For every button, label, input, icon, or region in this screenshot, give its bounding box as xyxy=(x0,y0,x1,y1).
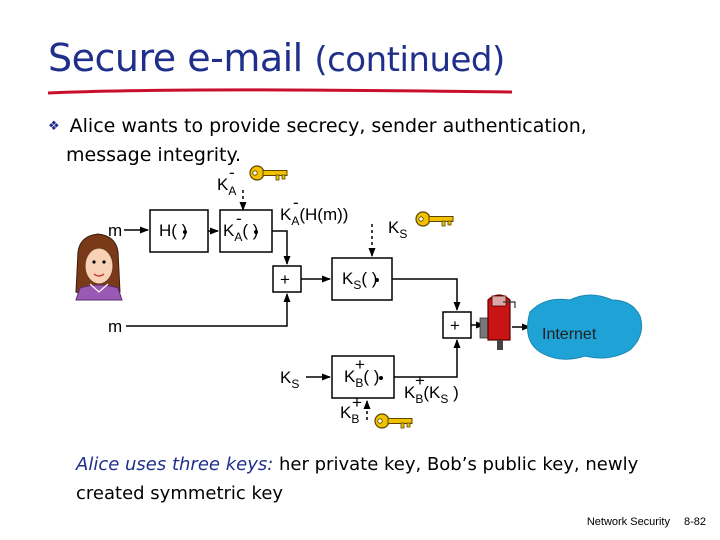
m-input-label: m xyxy=(108,221,122,240)
title-parenthetical: (continued) xyxy=(314,40,505,80)
key-kb-public-label: KB + xyxy=(340,393,362,426)
svg-text:KB: KB xyxy=(340,403,359,426)
key-ka-private-icon xyxy=(249,165,288,181)
svg-text:KS: KS xyxy=(388,218,407,241)
sign-box: KA( ) - xyxy=(219,209,273,253)
caption-text: Alice uses three keys: her private key, … xyxy=(76,450,676,508)
hash-box: H( ) xyxy=(149,209,209,253)
bob-pub-to-plus-arrow xyxy=(394,339,461,378)
svg-text:KS: KS xyxy=(280,368,299,391)
sym-to-plus-arrow xyxy=(392,278,461,311)
internet-label: Internet xyxy=(542,326,597,343)
key-kb-public-icon xyxy=(374,413,413,429)
svg-text:+: + xyxy=(415,371,425,390)
encrypted-ks-label: KB(KS ) + xyxy=(404,371,459,406)
sym-enc-box: KS( ) xyxy=(331,257,393,301)
title-main: Secure e-mail xyxy=(48,36,303,80)
bullet-diamond-icon: ❖ xyxy=(48,119,60,134)
footer-page: 8-82 xyxy=(683,516,706,528)
svg-text:KB(KS ): KB(KS ) xyxy=(404,383,459,406)
bullet-line-1: Alice wants to provide secrecy, sender a… xyxy=(69,115,587,137)
svg-text:+: + xyxy=(352,393,362,412)
svg-text:+: + xyxy=(450,316,460,335)
svg-text:KB( ): KB( ) xyxy=(344,367,379,390)
concat-plus-box-1: + xyxy=(272,265,302,293)
bullet-text: ❖ Alice wants to provide secrecy, sender … xyxy=(48,112,688,169)
bullet-line-2: message integrity. xyxy=(66,144,242,166)
svg-text:H( ): H( ) xyxy=(159,221,187,240)
bob-public-key-box: KB( ) + xyxy=(331,355,395,399)
key-ks-icon xyxy=(415,211,454,227)
m-to-plus-arrow xyxy=(126,293,291,327)
svg-text:KS( ): KS( ) xyxy=(342,269,377,292)
sign-to-plus-arrow xyxy=(272,230,291,265)
svg-text:-: - xyxy=(229,163,235,182)
caption-rest: her private key, Bob’s public key, newly… xyxy=(76,454,639,504)
key-ks-label: KS xyxy=(388,218,407,241)
footer-course: Network Security xyxy=(586,516,670,528)
internet-cloud: Internet xyxy=(527,294,643,360)
svg-text:KA: KA xyxy=(217,175,236,198)
m-lower-label: m xyxy=(108,317,122,336)
svg-text:+: + xyxy=(280,270,290,289)
slide-title: Secure e-mail (continued) xyxy=(48,36,505,80)
footer: Network Security 8-82 xyxy=(573,516,706,528)
caption-emphasis: Alice uses three keys: xyxy=(76,454,274,475)
svg-text:KA( ): KA( ) xyxy=(223,221,258,244)
svg-text:KA(H(m)): KA(H(m)) xyxy=(280,205,348,228)
concat-plus-box-2: + xyxy=(442,311,472,339)
signed-hash-label: KA(H(m)) - xyxy=(280,193,348,228)
svg-text:-: - xyxy=(293,193,299,212)
key-ka-private-label: KA - xyxy=(217,163,236,198)
svg-text:-: - xyxy=(236,209,242,228)
svg-text:+: + xyxy=(355,355,365,374)
alice-avatar xyxy=(75,233,123,301)
mailbox-icon xyxy=(479,294,516,350)
title-underline xyxy=(47,88,513,95)
ks-lower-label: KS xyxy=(280,368,299,391)
